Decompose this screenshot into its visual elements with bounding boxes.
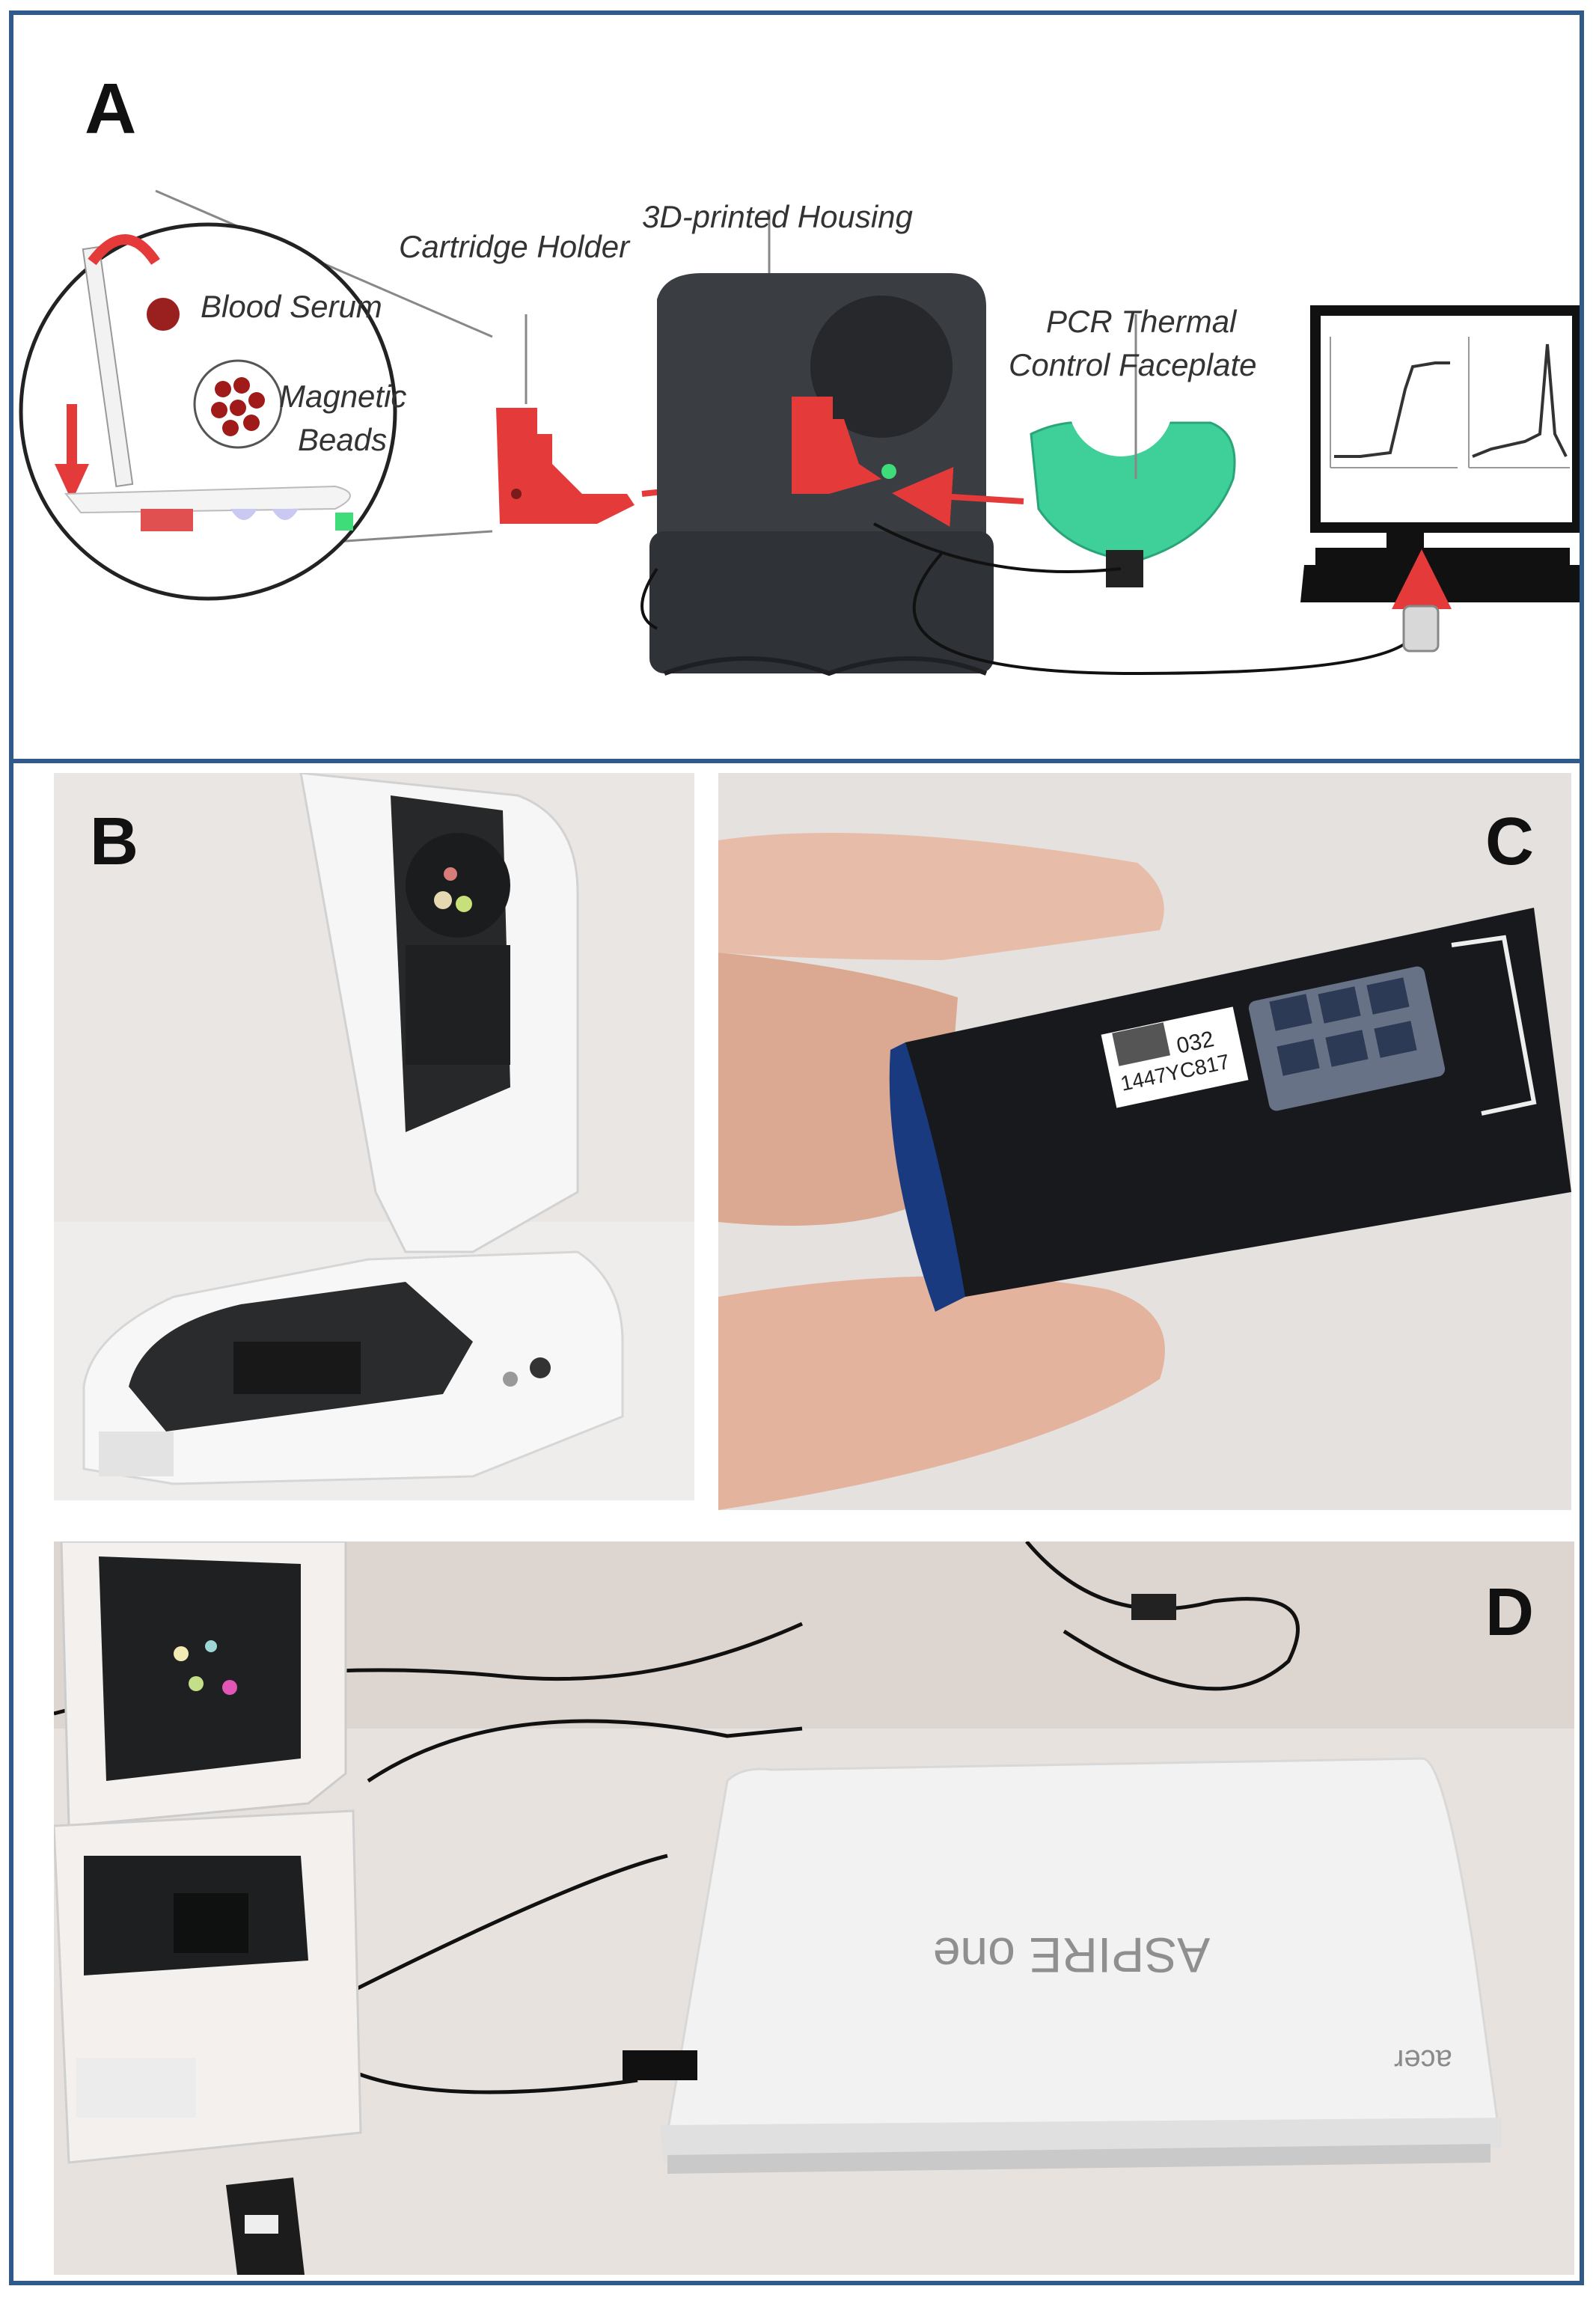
panel-b-letter: B [90,804,138,879]
panel-b-photo [54,773,694,1500]
panel-c-letter: C [1485,804,1534,879]
panel-d-letter: D [1485,1575,1534,1650]
panel-d-photo: ASPIRE one acer [54,1541,1574,2275]
panel-c-photo: 032 1447YC817 [718,773,1571,1510]
panel-a-letter: A [85,69,137,149]
panel-a-illustration [19,189,1580,676]
cartridge-holder-part [496,210,771,524]
laptop-brand: acer [1394,2044,1452,2077]
laptop-lid-text: ASPIRE one [933,1928,1211,1983]
panel-b-device-image [54,773,694,1500]
pcr-thermal-faceplate-part [1030,314,1236,587]
label-faceplate-line1: PCR Thermal [1046,304,1237,339]
label-magnetic-beads-line2: Beads [298,422,388,457]
figure-frame [9,10,1584,2285]
label-faceplate-line2: Control Faceplate [1009,347,1257,382]
label-magnetic-beads-line1: Magnetic [279,379,407,414]
label-cartridge-holder: Cartridge Holder [399,229,630,264]
label-3d-printed-housing: 3D-printed Housing [642,199,913,234]
laptop-icon [1300,305,1580,653]
panel-d-setup-image: ASPIRE one acer [54,1541,1574,2275]
panel-a: A Cartridge Holder 3D-printed Housing Bl… [13,15,1580,763]
3d-printed-housing [649,273,994,676]
panel-c-cartridge-image: 032 1447YC817 [718,773,1571,1510]
magnifier-inset [19,189,493,601]
label-blood-serum: Blood Serum [201,289,382,324]
